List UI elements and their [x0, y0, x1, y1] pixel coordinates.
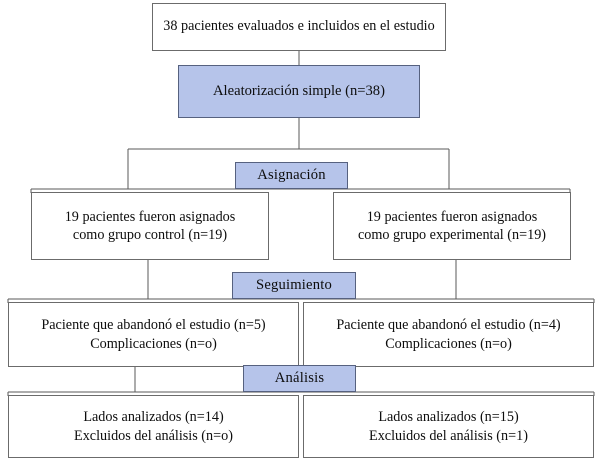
followup-experimental-line1: Paciente que abandonó el estudio (n=4)	[336, 317, 561, 334]
analysis-experimental-line2: Excluidos del análisis (n=1)	[369, 427, 528, 444]
allocation-experimental-line2: como grupo experimental (n=19)	[357, 227, 547, 243]
followup-control-line2: Complicaciones (n=o)	[90, 335, 217, 352]
node-enrollment: 38 pacientes evaluados e incluidos en el…	[152, 3, 446, 51]
enrollment-text: 38 pacientes evaluados e incluidos en el…	[163, 18, 435, 35]
node-analysis-experimental: Lados analizados (n=15) Excluidos del an…	[303, 395, 594, 458]
node-allocation-control: 19 pacientes fueron asignados como grupo…	[31, 192, 269, 260]
allocation-experimental-line1: 19 pacientes fueron asignados	[366, 208, 538, 225]
node-analysis-control: Lados analizados (n=14) Excluidos del an…	[8, 395, 299, 458]
node-randomization: Aleatorización simple (n=38)	[178, 65, 420, 118]
stage-label-allocation: Asignación	[235, 162, 348, 189]
followup-experimental-line2: Complicaciones (n=o)	[385, 335, 512, 352]
stage-label-analysis: Análisis	[243, 365, 356, 392]
analysis-experimental-line1: Lados analizados (n=15)	[378, 409, 519, 426]
stage-label-followup-text: Seguimiento	[256, 277, 332, 294]
allocation-control-line1: 19 pacientes fueron asignados	[64, 208, 236, 225]
stage-label-followup: Seguimiento	[232, 272, 356, 299]
stage-label-analysis-text: Análisis	[274, 370, 325, 387]
node-followup-experimental: Paciente que abandonó el estudio (n=4) C…	[303, 302, 594, 367]
analysis-control-line2: Excluidos del análisis (n=o)	[74, 427, 233, 444]
randomization-text: Aleatorización simple (n=38)	[213, 83, 385, 100]
stage-label-allocation-text: Asignación	[257, 167, 326, 184]
allocation-control-line2: como grupo control (n=19)	[72, 227, 228, 243]
node-allocation-experimental: 19 pacientes fueron asignados como grupo…	[333, 192, 571, 260]
followup-control-line1: Paciente que abandonó el estudio (n=5)	[41, 317, 266, 334]
node-followup-control: Paciente que abandonó el estudio (n=5) C…	[8, 302, 299, 367]
analysis-control-line1: Lados analizados (n=14)	[83, 409, 224, 426]
